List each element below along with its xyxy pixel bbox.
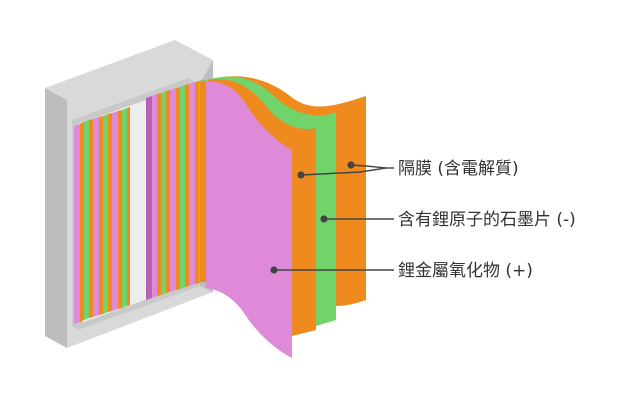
separator-leader-front	[300, 167, 387, 176]
cathode-callout: 鋰金屬氧化物 (+)	[270, 261, 533, 281]
anode-label: 含有鋰原子的石墨片 (-)	[398, 210, 576, 230]
cathode-label: 鋰金屬氧化物 (+)	[398, 261, 533, 281]
anode-callout: 含有鋰原子的石墨片 (-)	[320, 210, 576, 230]
inner-layer-stack-middle	[146, 79, 204, 300]
separator-leader-back	[350, 164, 387, 169]
cathode-sheet	[206, 81, 292, 358]
separator-callout: 隔膜 (含電解質)	[297, 159, 519, 179]
casing-outer-left	[45, 88, 67, 348]
separator-label: 隔膜 (含電解質)	[398, 159, 519, 179]
inner-layer-stack-left	[74, 107, 130, 324]
